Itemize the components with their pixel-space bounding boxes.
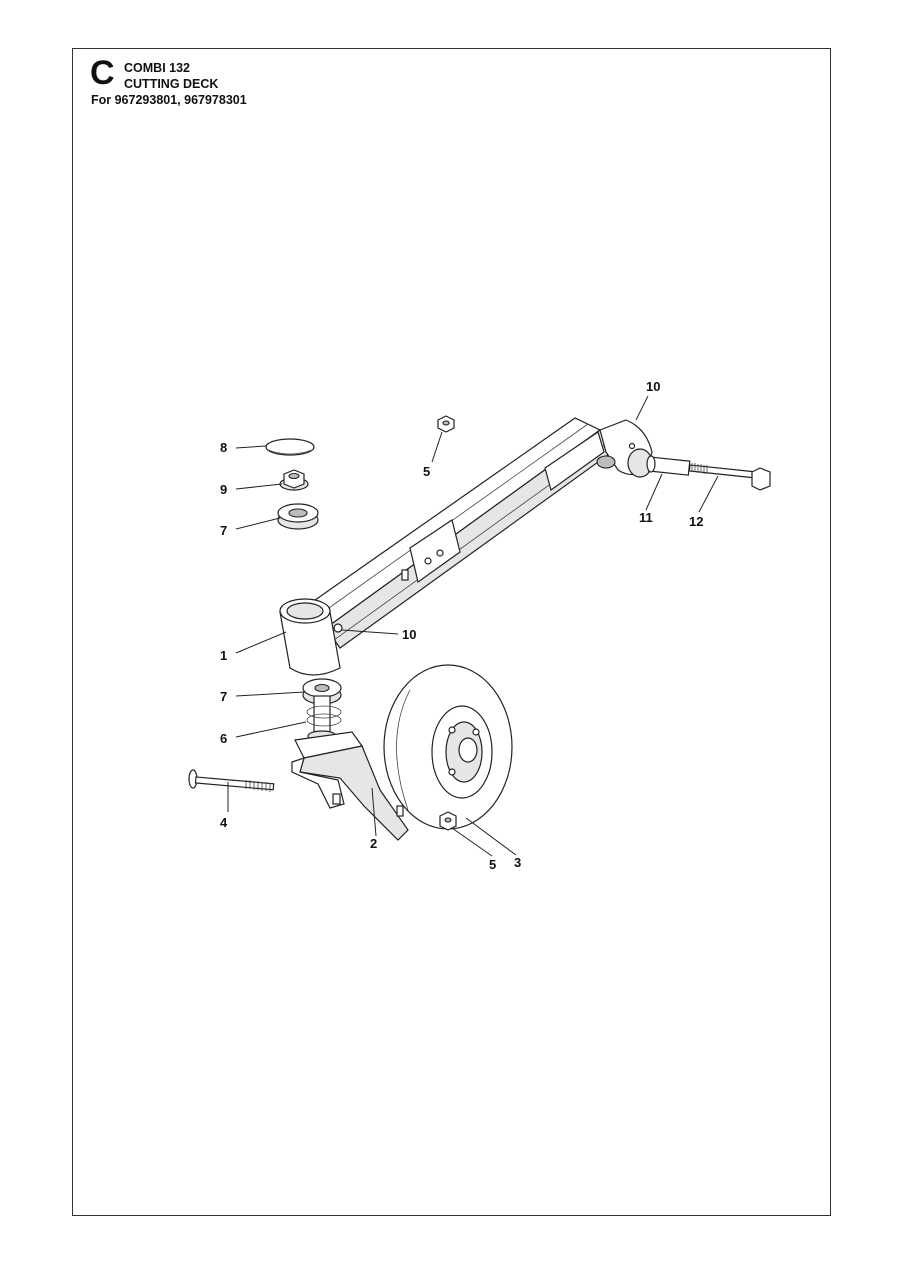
plate-slot	[401, 569, 409, 581]
wheel-fork	[291, 731, 409, 841]
callout-4: 4	[220, 815, 228, 830]
bracket-lower-lug	[596, 455, 616, 469]
fork-bolt	[188, 769, 275, 792]
flange-nut-lower-hole	[444, 817, 452, 823]
tire-sidewall	[396, 689, 411, 811]
arm-reinforcement-plate	[409, 519, 461, 584]
pivot-bolt-shank	[688, 464, 755, 479]
lock-nut-hole	[288, 472, 300, 480]
pivot-bolt-thread	[691, 463, 708, 474]
model-title: COMBI 132	[124, 61, 190, 75]
callout-labels: 10 8 5 9 7 11 12 1 10 7 6 4 2 5 3	[220, 379, 703, 872]
arm-assembly	[279, 417, 653, 676]
callout-6: 6	[220, 731, 227, 746]
axle-spacer-end	[646, 455, 656, 473]
plate-hole	[424, 557, 432, 565]
section-letter: C	[90, 54, 115, 92]
fork-side-flange	[291, 757, 345, 809]
page-frame	[72, 48, 831, 1216]
rim-bolt	[472, 728, 480, 736]
cap-nut-bearing-stack	[265, 415, 455, 530]
callout-2: 2	[370, 836, 377, 851]
spring-washer-lower	[306, 713, 342, 727]
callout-9: 9	[220, 482, 227, 497]
rim-bolt	[448, 768, 456, 776]
rim-bolt	[448, 726, 456, 734]
pivot-sleeve	[279, 611, 341, 676]
dust-cap	[265, 438, 315, 456]
callout-12: 12	[689, 514, 703, 529]
plate-hole	[436, 549, 444, 557]
bearing-upper-bore	[288, 508, 308, 518]
fork-slot	[332, 793, 341, 805]
callout-10-upper: 10	[646, 379, 660, 394]
callout-3: 3	[514, 855, 521, 870]
dust-cap-rim	[267, 449, 313, 455]
bearing-lower-bore	[314, 683, 330, 693]
assembly-title: CUTTING DECK	[124, 77, 219, 91]
callout-7-lower: 7	[220, 689, 227, 704]
bracket-hole	[628, 442, 636, 450]
flange-nut-upper-hole	[442, 420, 450, 426]
fork-bolt-thread	[245, 780, 271, 792]
pivot-sleeve-bore	[286, 602, 324, 620]
fork-arm	[299, 745, 409, 841]
hub-bore	[458, 737, 478, 763]
pivot-axle-assembly	[646, 455, 771, 491]
spring-washer	[306, 705, 342, 719]
spindle-shaft	[313, 695, 331, 737]
callout-10-lower: 10	[402, 627, 416, 642]
fork-slot-rear	[396, 805, 404, 817]
callout-1: 1	[220, 648, 227, 663]
sleeve-weld-point	[333, 623, 343, 633]
leader-lines	[227, 395, 719, 857]
caster-wheel	[383, 664, 513, 831]
callout-7-upper: 7	[220, 523, 227, 538]
arm-rear-plate	[544, 431, 605, 491]
callout-5-upper: 5	[423, 464, 430, 479]
callout-8: 8	[220, 440, 227, 455]
callout-5-lower: 5	[489, 857, 496, 872]
spindle-stack	[302, 678, 342, 742]
applicable-models: For 967293801, 967978301	[91, 93, 247, 107]
pivot-bolt-head	[751, 467, 771, 491]
callout-11: 11	[639, 510, 653, 525]
